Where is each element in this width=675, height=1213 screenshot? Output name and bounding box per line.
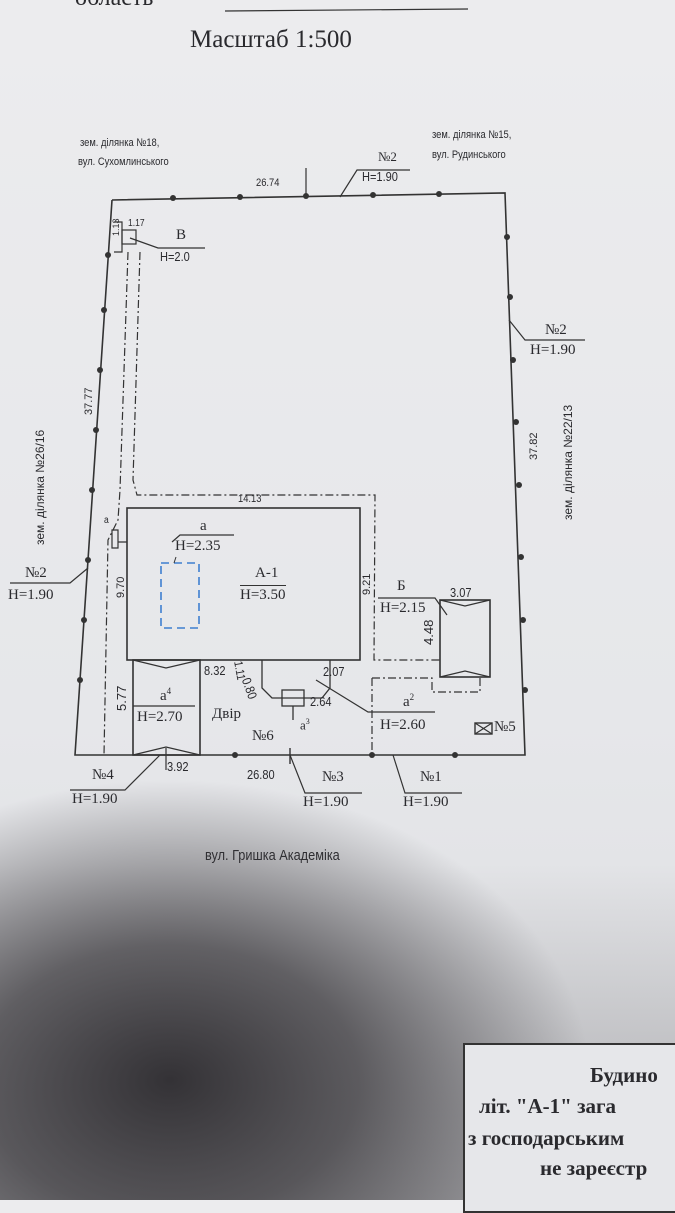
label-a-small: а — [104, 515, 109, 526]
caption-box: Будино літ. "А-1" зага з господарським н… — [463, 1043, 675, 1213]
dim-top: 26.74 — [256, 177, 280, 189]
dim-a3-side: 2.07 — [323, 664, 345, 679]
parcel-boundary — [74, 192, 526, 756]
neighbor-north-left-2: вул. Сухомлинського — [78, 156, 169, 168]
dim-left: 37.77 — [83, 387, 95, 415]
dim-right: 37.82 — [528, 432, 540, 460]
label-a-height: H=2.35 — [175, 538, 221, 554]
a4-letter: а — [160, 688, 167, 704]
dim-a1-right: 9.21 — [361, 573, 373, 595]
caption-line-2: літ. "А-1" зага — [479, 1094, 617, 1118]
label-a3: а3 — [300, 717, 310, 732]
well-n5: №5 — [494, 719, 516, 735]
building-a4 — [132, 659, 201, 756]
label-a2-height: H=2.60 — [380, 717, 426, 733]
fence-n1: №1 — [420, 769, 442, 785]
label-a1-height: H=3.50 — [238, 585, 288, 604]
dim-a4-top: 8.32 — [204, 663, 226, 678]
dim-b-depth: 4.48 — [421, 619, 436, 645]
dim-a1-depth: 9.70 — [115, 576, 127, 598]
fence-n2-right: №2 — [545, 322, 567, 338]
label-a4-height: H=2.70 — [137, 709, 183, 725]
dim-a3-2: 1.11 — [231, 659, 249, 682]
caption-line-1: Будино — [590, 1063, 658, 1087]
a4-sup: 4 — [166, 686, 172, 696]
building-v — [121, 229, 137, 245]
dim-a1-width: 14.13 — [238, 493, 262, 505]
label-v-height: H=2.0 — [160, 249, 190, 264]
a1-height: H=3.50 — [240, 585, 286, 603]
label-a: а — [200, 518, 207, 534]
fence-n2-left: №2 — [25, 565, 47, 581]
label-a2: а2 — [403, 693, 414, 710]
fence-n2-top: №2 — [378, 149, 397, 164]
a2-sup: 2 — [409, 692, 415, 702]
fence-n3: №3 — [322, 769, 344, 785]
neighbor-north-right-1: зем. ділянка №15, — [432, 129, 512, 141]
dim-a3-depth: 2.64 — [310, 694, 332, 709]
neighbor-north-right-2: вул. Рудинського — [432, 149, 506, 161]
neighbor-west: зем. ділянка №26/16 — [33, 429, 47, 545]
dim-bottom: 26.80 — [247, 767, 275, 782]
gate-n6: №6 — [252, 728, 274, 744]
fence-n4: №4 — [92, 767, 114, 783]
dim-v-small-1: 1.13 — [111, 218, 121, 236]
building-b — [439, 599, 491, 678]
boundary-posts — [77, 191, 528, 758]
dim-a4-width: 3.92 — [167, 759, 189, 774]
fence-n4-height: H=1.90 — [72, 791, 118, 807]
region-fragment: область — [75, 0, 153, 10]
dim-b-width: 3.07 — [450, 585, 472, 600]
label-v: В — [176, 227, 187, 243]
fence-n2-left-height: H=1.90 — [8, 587, 54, 603]
a3-sup: 3 — [305, 717, 310, 726]
a2-letter: а — [403, 694, 410, 710]
label-b-height: H=2.15 — [380, 600, 426, 616]
fence-n3-height: H=1.90 — [303, 794, 349, 810]
scale-title: Масштаб 1:500 — [190, 26, 352, 53]
building-a3 — [261, 660, 331, 699]
dim-a4-depth: 5.77 — [114, 685, 129, 711]
caption-line-4: не зареєстр — [540, 1156, 648, 1180]
label-yard: Двір — [212, 706, 241, 722]
label-a1: А-1 — [255, 565, 279, 581]
neighbor-east: зем. ділянка №22/13 — [561, 404, 575, 520]
caption-line-3: з господарським — [468, 1126, 625, 1150]
dim-v-small-2: 1.17 — [128, 218, 145, 229]
fence-n1-height: H=1.90 — [403, 794, 449, 810]
fence-n2-right-height: H=1.90 — [530, 342, 576, 358]
street-name: вул. Гришка Академіка — [205, 847, 340, 864]
building-a1 — [126, 507, 361, 661]
blue-dashed-mark — [160, 562, 200, 629]
label-a4: а4 — [160, 687, 171, 704]
neighbor-north-left-1: зем. ділянка №18, — [80, 137, 160, 149]
label-b: Б — [397, 578, 406, 594]
fence-n2-top-height: H=1.90 — [362, 169, 398, 184]
